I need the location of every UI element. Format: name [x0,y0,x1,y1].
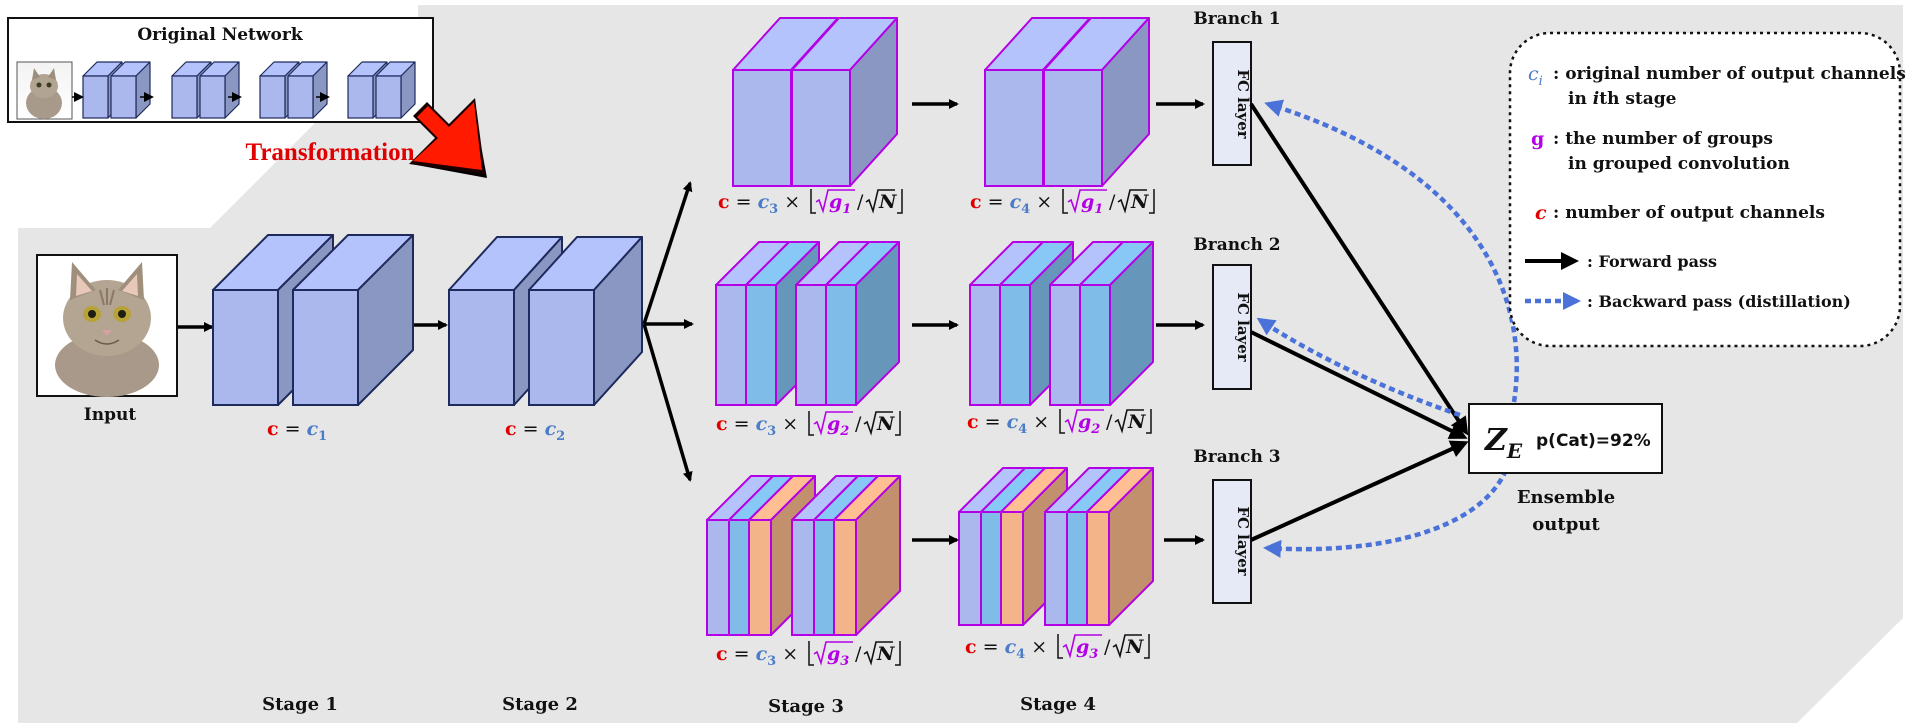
fc-to-ensemble-arrows [1249,102,1469,542]
input-cat-image [36,254,178,397]
formula-b1-stage4: c = c4 × g1 / N [970,189,1155,217]
ensemble-z: Z [1484,423,1508,458]
svg-text:/: / [1106,411,1113,433]
svg-text:FC layer: FC layer [1234,69,1252,139]
ensemble-label-1: Ensemble [1517,487,1615,508]
legend-c-line: : number of output channels [1553,203,1825,223]
stage3-stage4-arrows [912,99,959,545]
stage4-fc-arrows [1156,99,1205,545]
branch-3-label: Branch 3 [1193,447,1280,467]
svg-text:N: N [1130,191,1149,213]
svg-text:/: / [1104,636,1111,658]
ensemble-z-sub: E [1506,439,1523,463]
input-label: Input [84,405,137,425]
b1-stage3-block-b [791,17,898,187]
legend-ci-line1: : original number of output channels [1553,64,1906,84]
legend-forward: : Forward pass [1587,252,1717,271]
mini-block-2b [287,61,328,119]
svg-text:ci: ci [1528,63,1543,89]
svg-text:c = c4 ×: c = c4 × [967,411,1049,437]
b2-stage3-block-b [795,241,900,406]
feature-blocks [212,17,1154,636]
svg-text:/: / [857,191,864,213]
branch-2-label: Branch 2 [1193,235,1280,255]
stage2-block-b [528,236,643,406]
legend-g-line2: in grouped convolution [1568,154,1790,174]
svg-text:/: / [1109,191,1116,213]
formula-b3-stage4: c = c4 × g3 / N [965,634,1150,662]
svg-text:g2: g2 [1078,411,1100,437]
mini-block-0b [110,61,151,119]
backward-dashed-arrows [1256,99,1519,558]
svg-text:N: N [1127,411,1146,433]
svg-text:c = c4 ×: c = c4 × [965,636,1047,662]
mini-block-1b [199,61,240,119]
ensemble-label-2: output [1532,514,1600,535]
ensemble-output-box: ZE p(Cat)=92% [1468,403,1663,474]
svg-text:N: N [878,191,897,213]
original-network-box: Original Network [7,17,434,123]
stage-3-label: Stage 3 [768,696,844,717]
svg-text:/: / [855,413,862,435]
svg-text:FC layer: FC layer [1234,292,1252,362]
stage1-block-b [292,234,414,406]
svg-text:FC layer: FC layer [1234,506,1252,576]
svg-text:ZE: ZE [1484,423,1523,463]
formula-stage1: c = c1 [267,418,327,444]
svg-text:c = c4 ×: c = c4 × [970,191,1052,217]
svg-text:c = c3 ×: c = c3 × [716,643,798,669]
svg-text:g1: g1 [829,191,851,217]
legend-ci-line2: in ith stage [1568,89,1677,109]
b3-stage3-block-b [791,475,901,636]
svg-text:g: g [1531,128,1544,150]
b3-stage4-block-b [1044,467,1154,626]
fc-layer-1: FC layer [1212,41,1252,166]
svg-text:g2: g2 [827,413,849,439]
b2-stage4-block-b [1049,241,1154,406]
background-panel [18,5,1903,723]
svg-text:N: N [876,643,895,665]
mini-network-blocks [72,61,416,119]
svg-text:N: N [1125,636,1144,658]
ensemble-prob: p(Cat)=92% [1536,431,1651,451]
legend: ci : original number of output channels … [1508,31,1906,348]
branch-1-label: Branch 1 [1193,9,1280,29]
formula-b2-stage3: c = c3 × g2 / N [716,411,901,439]
legend-backward: : Backward pass (distillation) [1587,292,1851,311]
fc-layer-2: FC layer [1212,264,1252,390]
svg-text:N: N [876,413,895,435]
svg-text:g3: g3 [1076,636,1098,662]
svg-text:/: / [855,643,862,665]
formula-b1-stage3: c = c3 × g1 / N [718,189,903,217]
svg-text:c = c3 ×: c = c3 × [716,413,798,439]
svg-text:g3: g3 [827,643,849,669]
mini-block-3b [375,61,416,119]
formula-b3-stage3: c = c3 × g3 / N [716,641,901,669]
fc-layer-3: FC layer [1212,479,1252,604]
svg-text:c = c3 ×: c = c3 × [718,191,800,217]
svg-text:g1: g1 [1081,191,1103,217]
transformation-label: Transformation [246,139,415,166]
svg-text:c: c [1535,202,1547,224]
small-cat-image [16,61,73,120]
stage-1-label: Stage 1 [262,694,338,715]
fork-arrows [642,181,694,482]
formula-stage2: c = c2 [505,418,565,444]
formula-b2-stage4: c = c4 × g2 / N [967,409,1152,437]
stage-4-label: Stage 4 [1020,694,1096,715]
red-arrow-icon [409,98,485,174]
b1-stage4-block-b [1043,17,1150,187]
stage-2-label: Stage 2 [502,694,578,715]
legend-g-line1: : the number of groups [1553,129,1773,149]
original-network-title: Original Network [137,25,303,45]
